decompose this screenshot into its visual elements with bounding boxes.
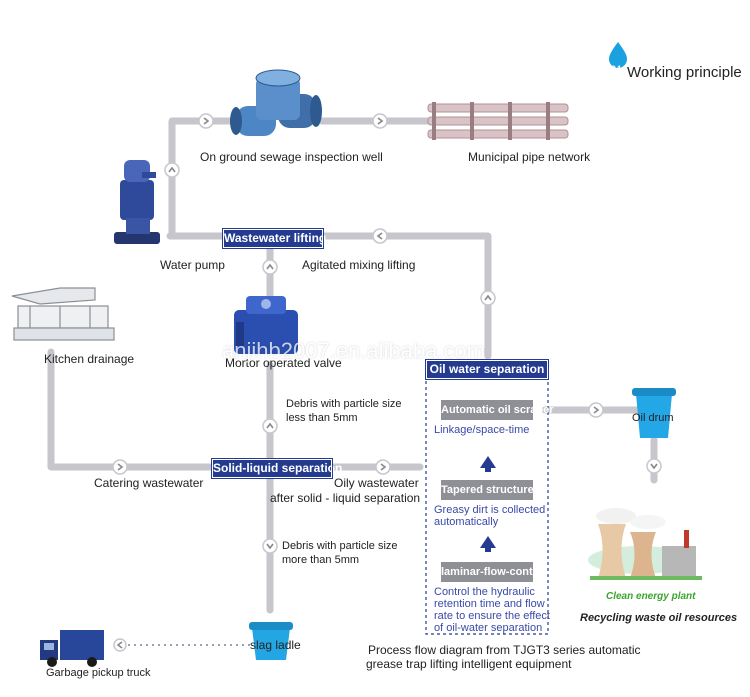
label-slag-ladle: slag ladle — [250, 638, 301, 652]
label-oily-ww-2: after solid - liquid separation — [270, 491, 421, 505]
label-motor-valve: Mortor operated valve — [225, 356, 342, 370]
label-clean-energy: Clean energy plant — [606, 591, 696, 602]
caption-line-1: Process flow diagram from TJGT3 series a… — [368, 643, 641, 657]
box-wastewater-lifting: Wastewater lifting — [222, 228, 326, 249]
label-debris-small-2: less than 5mm — [286, 412, 358, 424]
label-greasy-1: Greasy dirt is collected — [434, 504, 546, 516]
label-ctrl-4: of oil-water separation — [434, 622, 543, 634]
arrow-up-4 — [262, 418, 278, 434]
label-garbage-truck: Garbage pickup truck — [46, 667, 151, 679]
arrow-right-3 — [112, 459, 128, 475]
arrow-left-2 — [113, 638, 127, 652]
pipe-pump-to-well — [168, 117, 242, 236]
label-debris-small-1: Debris with particle size — [286, 398, 402, 410]
kitchen-icon — [11, 287, 115, 341]
flow-arrows — [112, 113, 662, 652]
box-solid-liquid: Solid-liquid separation — [211, 458, 342, 479]
label-oil-drum: Oil drum — [632, 412, 674, 424]
arrow-right-4 — [375, 459, 391, 475]
box-tapered-structure: Tapered structure — [441, 480, 534, 500]
water-drop-badge-icon — [609, 42, 627, 68]
slag-ladle-icon — [249, 622, 293, 660]
box-auto-scraper: Automatic oil scraper — [441, 400, 553, 420]
arrow-up-1 — [164, 162, 180, 178]
label-kitchen-drainage: Kitchen drainage — [44, 352, 135, 366]
label-agitated-mixing: Agitated mixing lifting — [302, 258, 416, 272]
arrow-right-1 — [198, 113, 214, 129]
label-oily-ww-1: Oily wastewater — [334, 476, 419, 490]
power-plant-icon — [588, 508, 702, 580]
arrow-left-1 — [372, 228, 388, 244]
arrow-right-2 — [372, 113, 388, 129]
label-water-pump: Water pump — [160, 258, 225, 272]
label-municipal-pipe: Municipal pipe network — [468, 150, 591, 164]
garbage-truck-icon — [40, 630, 104, 667]
label-linkage: Linkage/space-time — [434, 424, 530, 436]
page-title: Working principle — [627, 64, 742, 81]
up-arrow-icon — [480, 456, 496, 552]
label-recycling: Recycling waste oil resources — [580, 612, 738, 624]
box-laminar-flow: laminar-flow-control — [441, 562, 547, 582]
label-catering-wastewater: Catering wastewater — [94, 476, 204, 490]
arrow-right-5 — [588, 402, 604, 418]
box-oil-water-separation: Oil water separation — [425, 359, 549, 380]
arrow-down-2 — [646, 458, 662, 474]
motor-valve-icon — [234, 296, 298, 354]
label-inspection-well: On ground sewage inspection well — [200, 150, 383, 164]
water-pump-icon — [114, 160, 160, 244]
pipe-network-icon — [427, 102, 569, 140]
arrow-up-3 — [262, 259, 278, 275]
label-greasy-2: automatically — [434, 516, 499, 528]
label-ctrl-2: retention time and flow — [434, 598, 545, 610]
arrow-up-2 — [480, 290, 496, 306]
header-badge: 04 — [611, 64, 622, 74]
sewage-well-icon — [230, 69, 322, 136]
watermark: anjihb2007.en.alibaba.com — [222, 338, 485, 363]
oil-drum-icon — [632, 388, 676, 438]
caption-line-2: grease trap lifting intelligent equipmen… — [366, 657, 572, 671]
label-ctrl-1: Control the hydraulic — [434, 586, 535, 598]
label-debris-large-1: Debris with particle size — [282, 540, 398, 552]
arrow-down-1 — [262, 538, 278, 554]
label-debris-large-2: more than 5mm — [282, 554, 360, 566]
label-ctrl-3: rate to ensure the effect — [434, 610, 550, 622]
